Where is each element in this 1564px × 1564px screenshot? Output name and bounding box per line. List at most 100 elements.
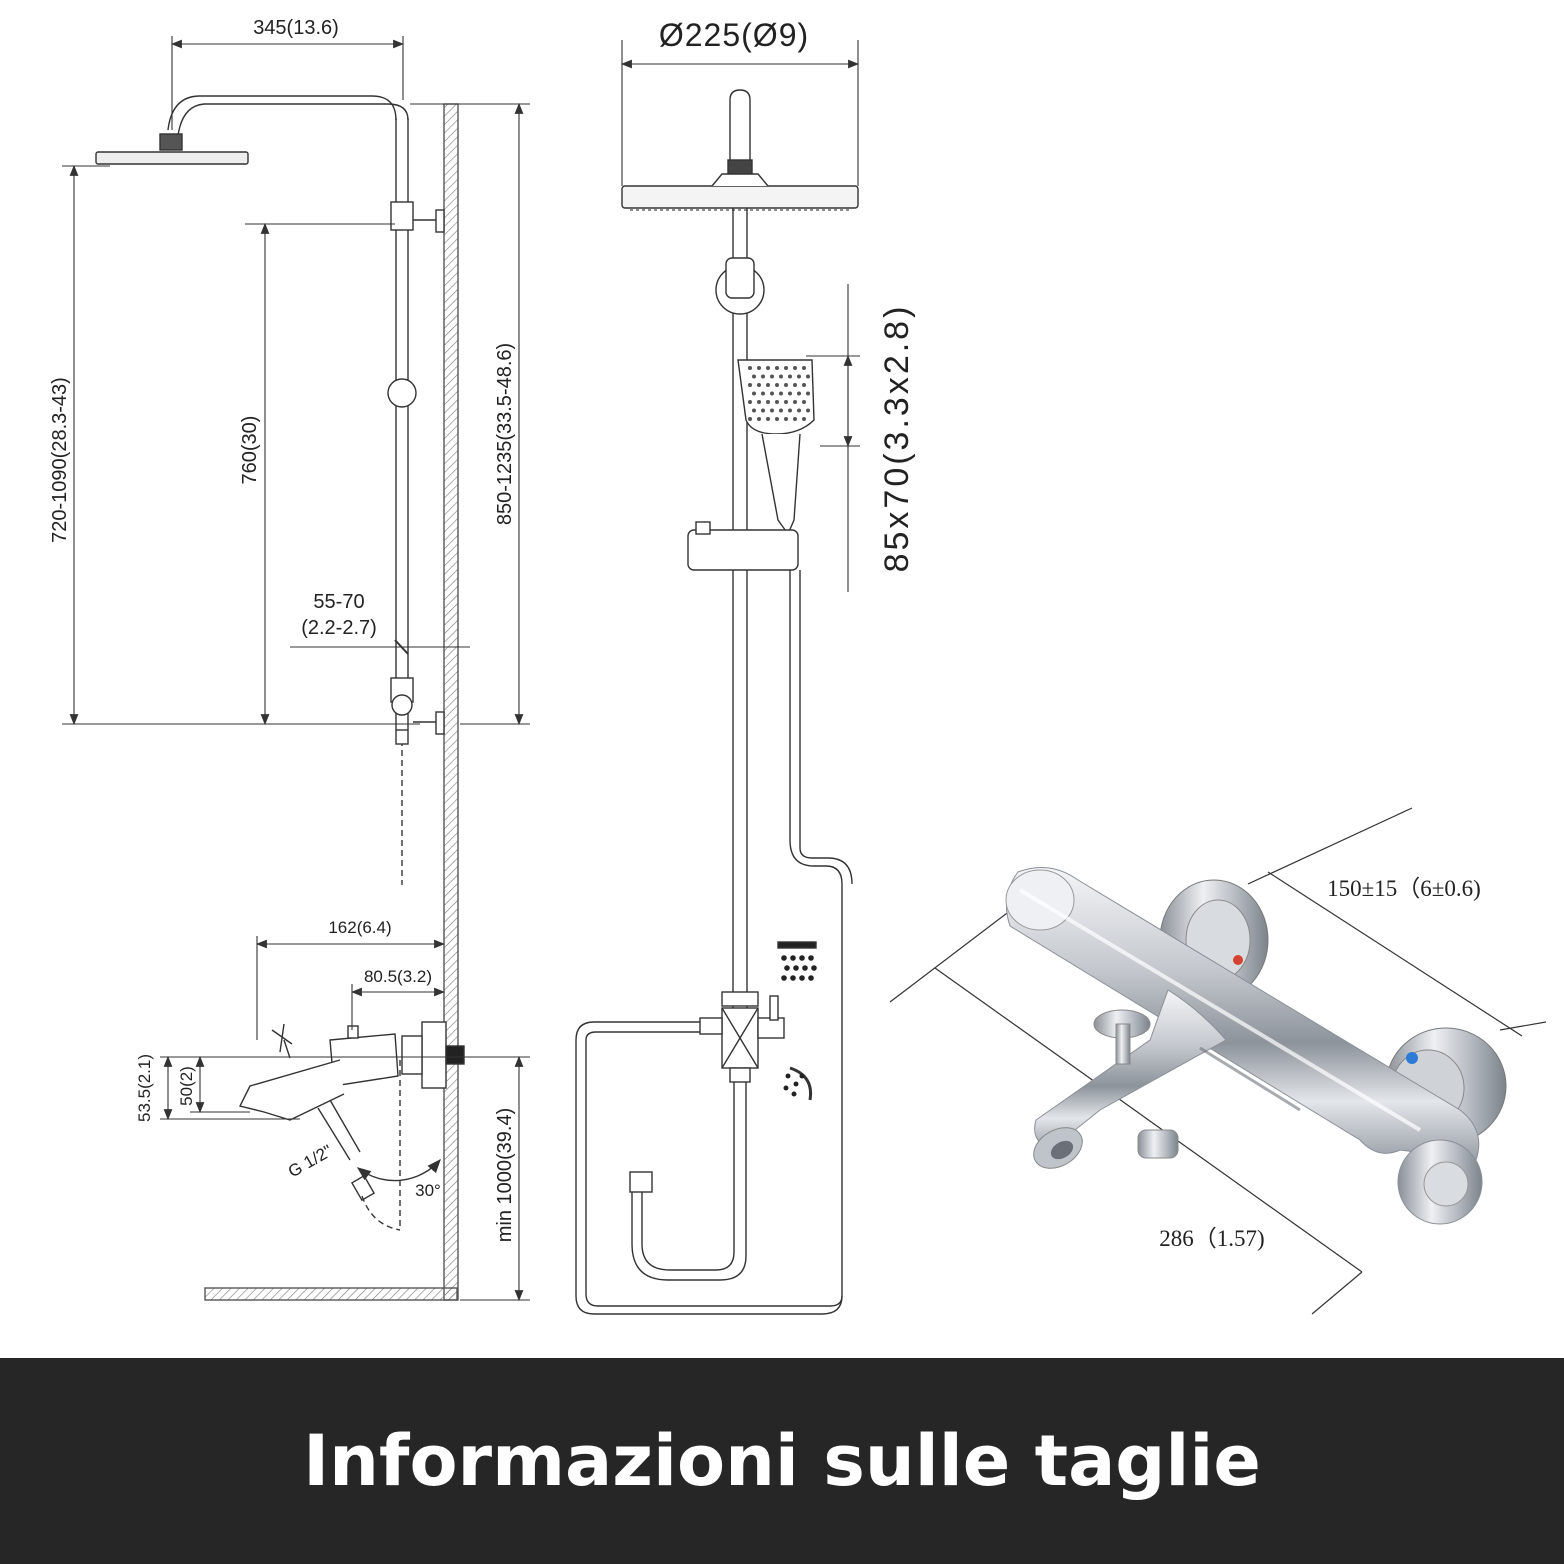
nozzle-dot bbox=[766, 383, 770, 387]
bracket-offset-in-label: (2.2-2.7) bbox=[301, 617, 377, 639]
nozzle-dot bbox=[748, 417, 752, 421]
bracket-offset-mm-label: 55-70 bbox=[313, 591, 364, 613]
mixer-spout bbox=[238, 1059, 345, 1121]
nozzle-dot bbox=[802, 366, 806, 370]
nozzle-dot bbox=[752, 374, 756, 379]
mixer-labels: 150±15（6±0.6) 286（1.57) bbox=[1159, 876, 1481, 1251]
front-view bbox=[575, 89, 859, 1315]
nozzle-dot bbox=[757, 400, 761, 404]
rain-drop bbox=[790, 955, 796, 961]
rain-drop bbox=[790, 975, 796, 981]
nozzle-dot bbox=[757, 417, 761, 421]
nozzle-dot bbox=[784, 383, 788, 387]
shower-head-connector bbox=[159, 133, 183, 151]
mixer-depth-label: 162(6.4) bbox=[328, 918, 391, 937]
front-view-labels: Ø225(Ø9) 85x70(3.3x2.8) bbox=[659, 17, 916, 572]
wall bbox=[443, 103, 459, 1301]
nozzle-dot bbox=[806, 391, 810, 396]
rain-drop bbox=[808, 955, 814, 961]
mixer-inner-label: 80.5(3.2) bbox=[364, 967, 432, 986]
nozzle-dot bbox=[779, 374, 783, 379]
nozzle-dot bbox=[806, 408, 810, 413]
spray-icon-drops bbox=[783, 1073, 805, 1097]
nozzle-dot bbox=[779, 408, 783, 413]
rain-drop bbox=[811, 965, 817, 971]
nozzle-dot bbox=[748, 383, 752, 387]
nozzle-dot bbox=[793, 366, 797, 370]
nozzle-dot bbox=[775, 400, 779, 404]
nozzle-dot bbox=[770, 391, 774, 396]
nozzle-dot bbox=[766, 400, 770, 404]
mixer-view bbox=[889, 807, 1547, 1315]
rain-drop bbox=[802, 965, 808, 971]
rain-drop bbox=[808, 975, 814, 981]
nozzle-dot bbox=[752, 391, 756, 396]
nozzle-dot bbox=[757, 366, 761, 370]
spout-drop-inner-label: 50(2) bbox=[177, 1066, 196, 1106]
nozzle-dot bbox=[770, 374, 774, 379]
nozzle-dot bbox=[797, 374, 801, 379]
side-view-dimensions bbox=[62, 36, 530, 1302]
nozzle-dot bbox=[761, 391, 765, 396]
side-view bbox=[95, 95, 465, 1301]
head-diameter-label: Ø225(Ø9) bbox=[659, 17, 809, 53]
nozzle-dot bbox=[784, 417, 788, 421]
nozzle-dot bbox=[793, 417, 797, 421]
arm-length-label: 345(13.6) bbox=[253, 17, 339, 39]
nozzle-dot bbox=[797, 408, 801, 413]
nozzle-dot bbox=[766, 366, 770, 370]
nozzle-dot bbox=[802, 400, 806, 404]
mixer-length-label: 286（1.57) bbox=[1159, 1226, 1264, 1251]
rail-length-label: 760(30) bbox=[239, 416, 261, 485]
hand-shower-size-label: 85x70(3.3x2.8) bbox=[878, 304, 916, 573]
technical-drawing: 345(13.6) 720-1090(28.3-43) 760(30) 850-… bbox=[49, 17, 1547, 1315]
nozzle-dot bbox=[788, 408, 792, 413]
rain-shower-head bbox=[95, 151, 249, 165]
hand-shower-head bbox=[737, 359, 815, 435]
nozzle-dot bbox=[761, 408, 765, 413]
rain-drop bbox=[799, 955, 805, 961]
mixer-wall-plate bbox=[421, 1021, 447, 1089]
banner-title: Informazioni sulle taglie bbox=[303, 1420, 1261, 1502]
rain-drop bbox=[781, 975, 787, 981]
nozzle-dot bbox=[806, 374, 810, 379]
hand-shower-holder bbox=[687, 529, 799, 571]
nozzle-dot bbox=[802, 383, 806, 387]
nozzle-dot bbox=[775, 383, 779, 387]
mixer-dimensions bbox=[889, 807, 1547, 1315]
nozzle-dot bbox=[793, 383, 797, 387]
wall-total-label: 850-1235(33.5-48.6) bbox=[494, 343, 516, 525]
nozzle-dot bbox=[775, 417, 779, 421]
rain-icon-drops bbox=[781, 955, 817, 981]
min-height-label: min 1000(39.4) bbox=[494, 1108, 516, 1243]
head-height-label: 720-1090(28.3-43) bbox=[49, 377, 71, 543]
hand-shower-mode-icon bbox=[789, 1066, 813, 1101]
rail-slider bbox=[387, 378, 417, 408]
floor bbox=[204, 1287, 458, 1301]
hand-shower-nozzles bbox=[748, 366, 810, 421]
nozzle-dot bbox=[770, 408, 774, 413]
nozzle-dot bbox=[797, 391, 801, 396]
angle-label: 30° bbox=[415, 1181, 441, 1200]
nozzle-dot bbox=[793, 400, 797, 404]
nozzle-dot bbox=[788, 391, 792, 396]
nozzle-dot bbox=[802, 417, 806, 421]
nozzle-dot bbox=[784, 400, 788, 404]
nozzle-dot bbox=[748, 366, 752, 370]
rain-drop bbox=[799, 975, 805, 981]
front-view-dimensions bbox=[620, 40, 860, 592]
nozzle-dot bbox=[766, 417, 770, 421]
nozzle-dot bbox=[775, 366, 779, 370]
nozzle-dot bbox=[761, 374, 765, 379]
rain-drop bbox=[784, 965, 790, 971]
rain-mode-icon bbox=[777, 941, 817, 949]
thread-label: G 1/2" bbox=[285, 1141, 336, 1181]
front-rain-head bbox=[621, 185, 859, 209]
rain-drop bbox=[781, 955, 787, 961]
nozzle-dot bbox=[788, 374, 792, 379]
nozzle-dot bbox=[779, 391, 783, 396]
spout-drop-outer-label: 53.5(2.1) bbox=[135, 1054, 154, 1122]
nozzle-dot bbox=[784, 366, 788, 370]
nozzle-dot bbox=[748, 400, 752, 404]
